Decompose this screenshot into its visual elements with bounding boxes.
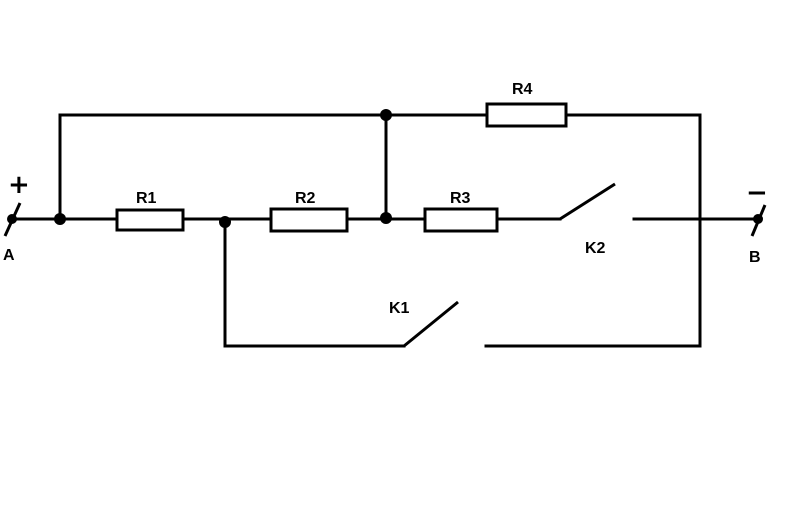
resistor-r1 bbox=[115, 208, 185, 232]
r4-label: R4 bbox=[512, 81, 533, 98]
resistor-r4 bbox=[485, 102, 568, 128]
junction-left bbox=[54, 213, 66, 225]
switch-k2-blade bbox=[559, 182, 616, 221]
r2-label: R2 bbox=[295, 190, 316, 207]
terminal-b-stroke bbox=[750, 204, 767, 237]
r3-label: R3 bbox=[450, 190, 471, 207]
plus-sign: + bbox=[8, 170, 30, 200]
switch-k1-blade bbox=[403, 300, 459, 348]
terminal-b-label: B bbox=[749, 249, 761, 266]
junction-r1-r2 bbox=[219, 216, 231, 228]
minus-sign: − bbox=[746, 178, 768, 208]
terminal-a-stroke bbox=[3, 202, 22, 237]
resistor-r3 bbox=[423, 207, 499, 233]
resistor-r2 bbox=[269, 207, 349, 233]
r1-label: R1 bbox=[136, 190, 157, 207]
k2-label: K2 bbox=[585, 240, 606, 257]
k1-label: K1 bbox=[389, 300, 410, 317]
terminal-a-label: A bbox=[3, 247, 15, 264]
junction-r2-r3 bbox=[380, 212, 392, 224]
junction-top bbox=[380, 109, 392, 121]
